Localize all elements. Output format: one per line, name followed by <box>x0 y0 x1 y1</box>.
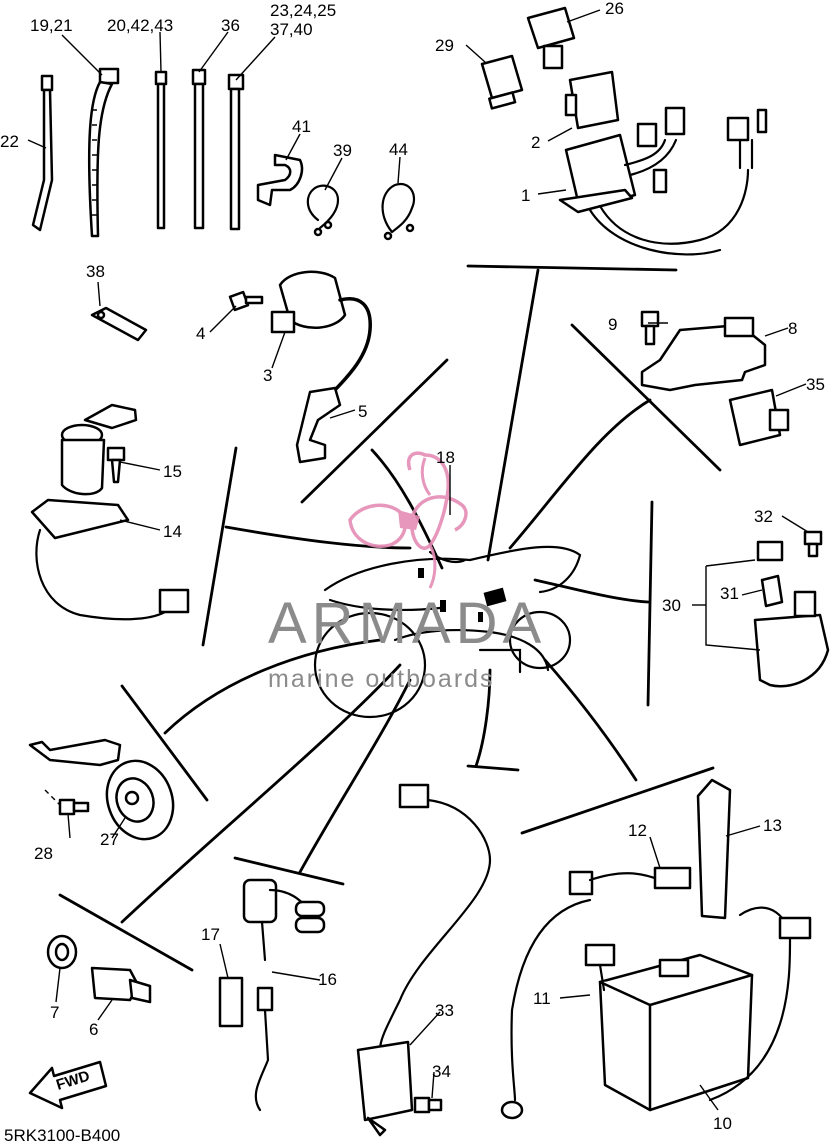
label-33: 33 <box>435 1001 454 1020</box>
label-41: 41 <box>292 117 311 136</box>
label-4: 4 <box>196 324 205 343</box>
label-16: 16 <box>318 970 337 989</box>
label-44: 44 <box>389 140 408 159</box>
label-23-24-25: 23,24,25 <box>270 1 336 20</box>
part-32-screw <box>803 530 823 558</box>
part-7-gasket <box>46 934 78 970</box>
part-labels: 19,21 20,42,43 36 23,24,25 37,40 22 26 2… <box>0 0 825 1133</box>
label-10: 10 <box>713 1114 732 1133</box>
part-6-neutral-switch <box>90 966 152 1004</box>
part-35-relay <box>728 388 790 447</box>
part-13-battery-band <box>696 778 732 920</box>
part-12-lead <box>568 866 692 896</box>
part-5-plug-cap <box>295 386 342 464</box>
connector-lines <box>58 264 722 972</box>
label-18: 18 <box>436 448 455 467</box>
label-11: 11 <box>533 989 551 1008</box>
label-38: 38 <box>86 262 105 281</box>
part-1-cdi-unit <box>558 106 768 256</box>
label-26: 26 <box>605 0 624 18</box>
part-16-brake-switch <box>242 878 326 1112</box>
part-30-starter-relay <box>705 540 830 688</box>
label-17: 17 <box>201 925 220 944</box>
part-38-plate <box>90 306 148 342</box>
label-9: 9 <box>608 315 617 334</box>
label-28: 28 <box>34 844 53 863</box>
part-9-bolt <box>640 310 660 346</box>
label-20-42-43: 20,42,43 <box>107 16 173 35</box>
label-37-40: 37,40 <box>270 20 313 39</box>
part-4-bolt <box>228 290 264 312</box>
label-29: 29 <box>435 36 454 55</box>
label-35: 35 <box>806 375 825 394</box>
label-7: 7 <box>50 1003 59 1022</box>
part-23-25-37-40-tie <box>227 73 245 231</box>
part-22-band <box>31 74 54 232</box>
watermark-subtitle: marine outboards <box>268 665 495 693</box>
label-36: 36 <box>221 16 240 35</box>
part-14-main-switch <box>30 403 190 621</box>
part-11-battery-lead <box>500 898 812 1120</box>
part-34-bolt <box>413 1096 443 1114</box>
part-20-42-43-tie <box>154 70 168 230</box>
part-41-clip <box>256 153 304 207</box>
label-1: 1 <box>521 186 530 205</box>
label-34: 34 <box>432 1062 451 1081</box>
part-17-sleeve <box>218 976 244 1028</box>
part-26-relay <box>526 6 576 70</box>
fwd-arrow: FWD <box>28 1060 108 1110</box>
part-36-tie <box>191 68 207 230</box>
part-29-relay <box>480 54 524 110</box>
label-2: 2 <box>531 133 540 152</box>
part-3-ignition-coil <box>270 270 372 397</box>
part-8-rectifier-regulator <box>640 316 767 392</box>
diagram-code: 5RK3100-B400 <box>4 1126 120 1142</box>
part-28-bolt <box>44 789 90 816</box>
watermark-title: ARMADA <box>268 591 546 656</box>
label-19-21: 19,21 <box>30 16 73 35</box>
part-2-coupler <box>564 70 620 130</box>
label-22: 22 <box>0 132 19 151</box>
label-27: 27 <box>100 830 119 849</box>
label-6: 6 <box>89 1020 98 1039</box>
part-31-fuse <box>760 574 784 608</box>
label-14: 14 <box>163 522 182 541</box>
motorcycle-silhouette <box>313 545 582 719</box>
part-15-screw <box>106 446 126 484</box>
part-39-clamp <box>306 184 340 237</box>
label-13: 13 <box>763 816 782 835</box>
leader-lines <box>27 9 809 1111</box>
label-5: 5 <box>358 402 367 421</box>
label-15: 15 <box>163 462 182 481</box>
label-30: 30 <box>662 596 681 615</box>
label-31: 31 <box>720 584 739 603</box>
label-8: 8 <box>788 319 797 338</box>
part-44-clamp <box>381 182 416 241</box>
label-32: 32 <box>754 507 773 526</box>
part-19-21-band <box>87 67 120 238</box>
part-10-battery <box>598 953 754 1112</box>
label-12: 12 <box>628 821 647 840</box>
label-39: 39 <box>333 141 352 160</box>
watermark-logo <box>348 451 468 589</box>
label-3: 3 <box>263 366 272 385</box>
part-33-sidestand-switch <box>356 783 492 1137</box>
